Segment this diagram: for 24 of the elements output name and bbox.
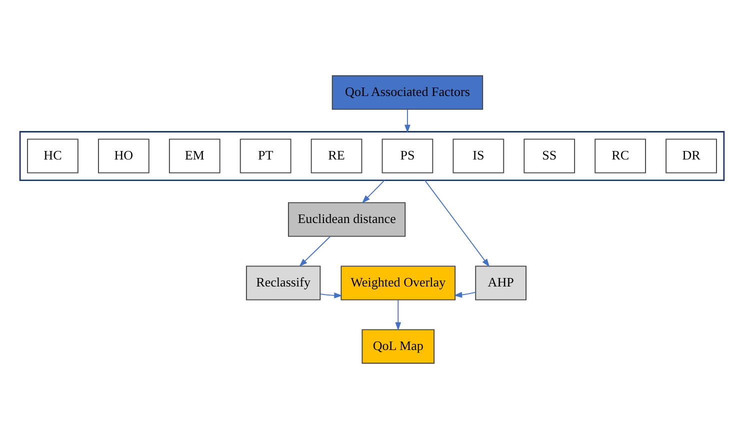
node-box: PS	[382, 138, 434, 174]
arrow	[424, 180, 490, 268]
node-box: IS	[452, 138, 504, 174]
node-box: Euclidean distance	[288, 202, 406, 237]
node-box: EM	[168, 138, 220, 174]
arrow	[362, 180, 385, 204]
node-box: DR	[666, 138, 717, 174]
node-box: HC	[27, 138, 78, 174]
arrow	[404, 109, 410, 134]
node-box: Weighted Overlay	[340, 266, 456, 300]
arrow	[454, 292, 476, 298]
node-box: RC	[594, 138, 646, 174]
node-box: AHP	[475, 266, 526, 300]
node-box: HO	[98, 138, 150, 174]
node-box: QoL Map	[362, 329, 435, 364]
arrow	[395, 300, 402, 331]
node-box: PT	[240, 138, 292, 174]
node-box: SS	[524, 138, 576, 174]
node-box: QoL Associated Factors	[332, 75, 484, 110]
node-box: RE	[310, 138, 362, 174]
cluster	[19, 131, 725, 181]
arrow	[320, 292, 343, 298]
node-box: Reclassify	[246, 266, 321, 300]
arrow	[299, 236, 331, 267]
